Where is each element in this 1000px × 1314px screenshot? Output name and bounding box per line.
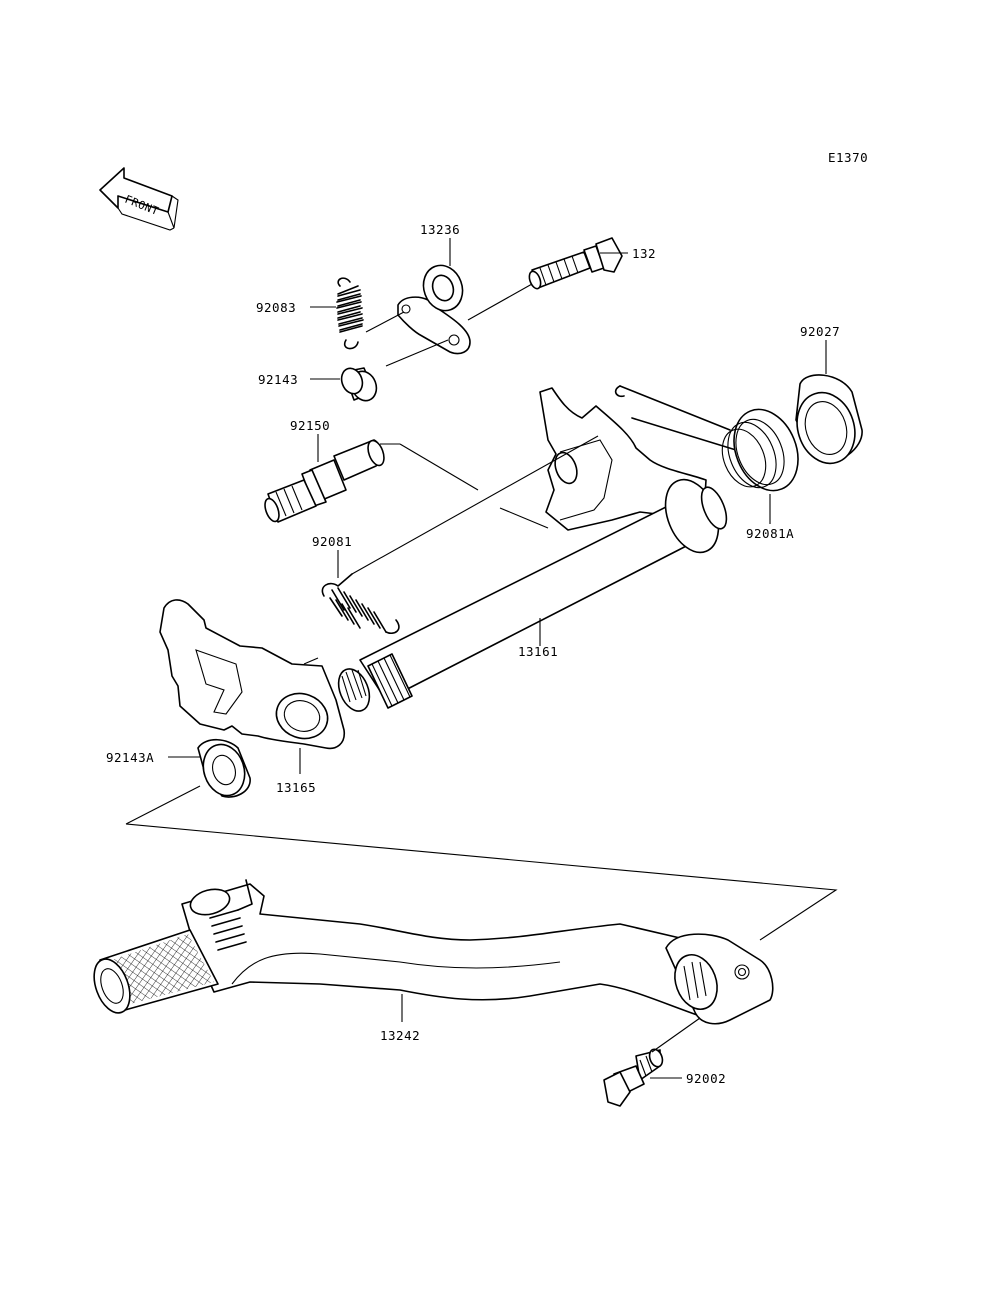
part-92027-collar bbox=[795, 374, 863, 465]
part-92081A-spring bbox=[614, 385, 799, 492]
label-132: 132 bbox=[632, 246, 656, 261]
label-92083: 92083 bbox=[256, 300, 296, 315]
part-92081-spring bbox=[321, 573, 400, 635]
front-arrow-icon: FRONT bbox=[99, 167, 179, 231]
part-92083-spring bbox=[336, 277, 364, 350]
label-92027: 92027 bbox=[800, 324, 840, 339]
label-92143A: 92143A bbox=[106, 750, 154, 765]
label-13242: 13242 bbox=[380, 1028, 420, 1043]
part-13236-stopper-plate bbox=[397, 264, 471, 355]
label-92002: 92002 bbox=[686, 1071, 726, 1086]
label-92081A: 92081A bbox=[746, 526, 794, 541]
part-92002-bolt bbox=[603, 1048, 664, 1107]
label-92081: 92081 bbox=[312, 534, 352, 549]
part-132-bolt bbox=[528, 237, 623, 290]
label-92143: 92143 bbox=[258, 372, 298, 387]
diagram-code: E1370 bbox=[828, 150, 868, 165]
part-13242-shift-pedal bbox=[93, 879, 774, 1025]
label-13236: 13236 bbox=[420, 222, 460, 237]
part-13165-lever-plate bbox=[159, 599, 346, 750]
part-92143-collar bbox=[340, 367, 378, 402]
part-92143A-collar bbox=[197, 738, 251, 798]
part-13161-shift-shaft bbox=[337, 387, 728, 712]
label-13161: 13161 bbox=[518, 644, 558, 659]
label-13165: 13165 bbox=[276, 780, 316, 795]
label-92150: 92150 bbox=[290, 418, 330, 433]
part-92150-stud-bolt bbox=[264, 439, 385, 523]
